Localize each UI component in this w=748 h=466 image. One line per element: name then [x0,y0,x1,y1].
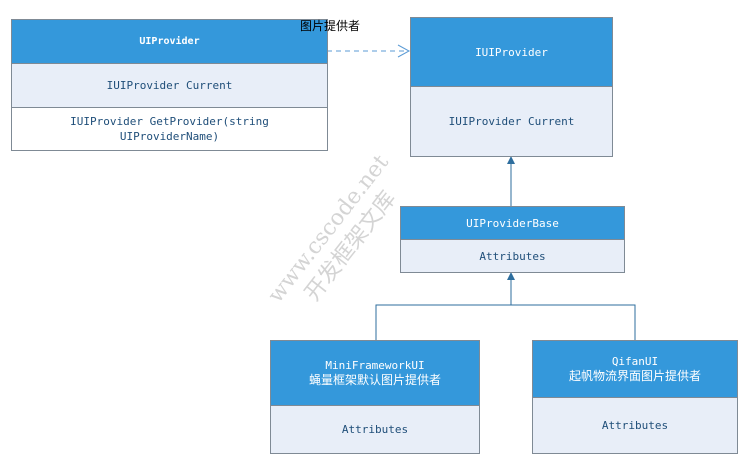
class-name: IUIProvider [411,18,612,87]
class-attribute: IUIProvider Current [411,87,612,156]
class-name: UIProviderBase [401,207,624,240]
class-attribute: Attributes [401,240,624,272]
open-arrow-head [397,44,411,58]
arrow-head-iuiprovider [507,156,515,164]
class-header: MiniFrameworkUI 蝇量框架默认图片提供者 [271,341,479,406]
class-header: QifanUI 起帆物流界面图片提供者 [533,341,737,398]
class-name: UIProvider [12,20,327,64]
class-uiprovider[interactable]: UIProvider IUIProvider Current IUIProvid… [11,19,328,151]
class-attribute: IUIProvider Current [12,64,327,107]
arrow-head-base [507,272,515,280]
class-qifanui[interactable]: QifanUI 起帆物流界面图片提供者 Attributes [532,340,738,454]
class-subtitle: 起帆物流界面图片提供者 [568,369,701,383]
class-uiproviderbase[interactable]: UIProviderBase Attributes [400,206,625,273]
class-method: IUIProvider GetProvider(string UIProvide… [12,107,327,150]
class-attribute: Attributes [533,398,737,453]
edge-label: 图片提供者 [300,19,361,33]
class-iuiprovider[interactable]: IUIProvider IUIProvider Current [410,17,613,157]
class-name: QifanUI [611,355,659,368]
class-name: MiniFrameworkUI [325,359,425,372]
class-miniframeworkui[interactable]: MiniFrameworkUI 蝇量框架默认图片提供者 Attributes [270,340,480,454]
branch-line [375,304,636,340]
class-subtitle: 蝇量框架默认图片提供者 [308,373,441,387]
class-attribute: Attributes [271,406,479,453]
